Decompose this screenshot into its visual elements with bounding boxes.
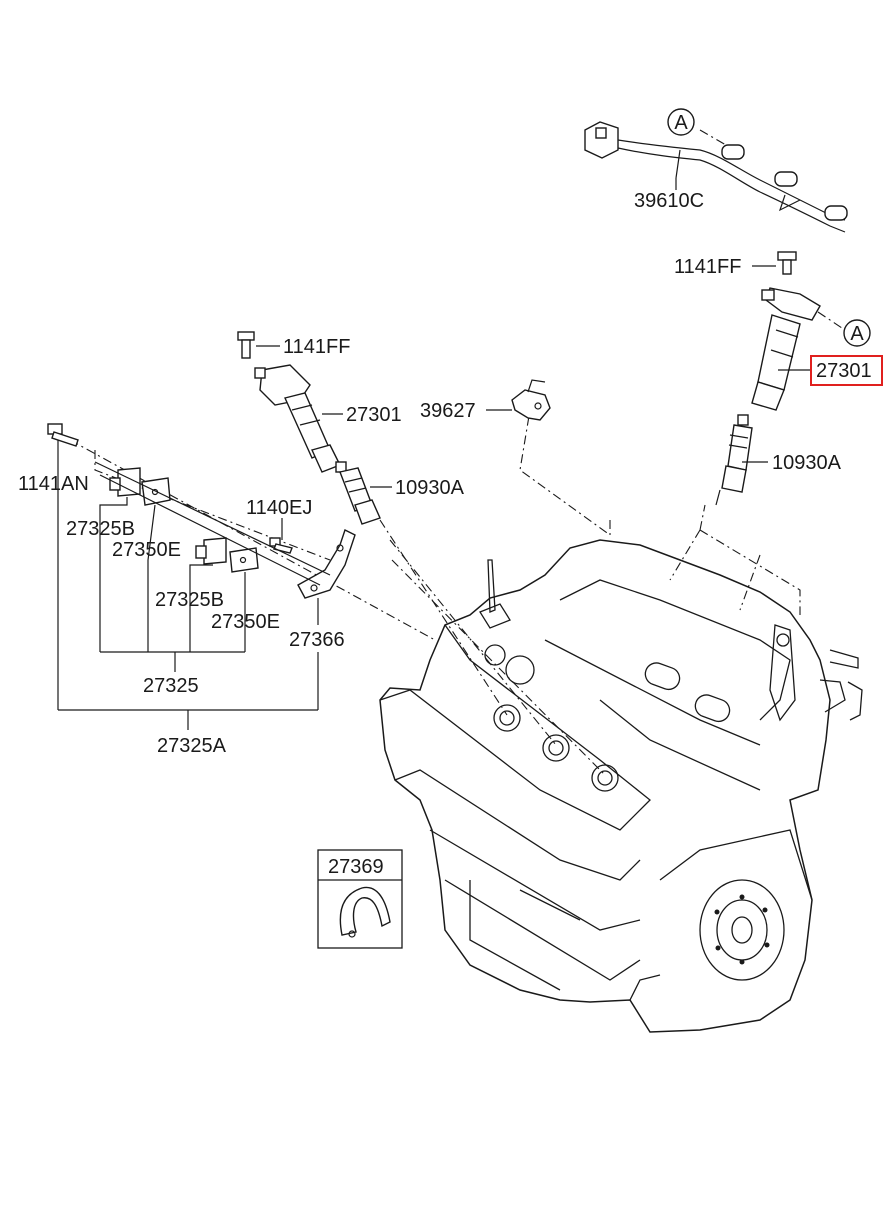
label-1141an: 1141AN (18, 473, 89, 495)
label-27325a: 27325A (157, 735, 227, 757)
label-27325: 27325 (143, 675, 199, 697)
label-1141ff-right: 1141FF (674, 256, 741, 278)
bolt-small (269, 537, 293, 554)
ignition-coil-left (254, 364, 341, 473)
label-1140ej: 1140EJ (246, 497, 312, 519)
label-27301-left: 27301 (346, 404, 402, 426)
label-27325b-2: 27325B (155, 589, 224, 611)
spark-plug-right (715, 414, 753, 506)
flywheel (659, 829, 813, 981)
label-27366: 27366 (289, 629, 345, 651)
label-39627: 39627 (420, 400, 476, 422)
label-10930a-left: 10930A (395, 477, 465, 499)
highlight-box (810, 355, 883, 386)
plug-well-3 (591, 764, 619, 792)
label-1141ff-left: 1141FF (283, 336, 350, 358)
label-27301-right[interactable]: 27301 (816, 360, 872, 382)
wiring-harness (584, 121, 848, 233)
engine-block (379, 539, 863, 1033)
connector-ref-coil: A (843, 319, 871, 347)
label-27350e-2: 27350E (211, 611, 280, 633)
label-27369: 27369 (328, 856, 384, 878)
svg-text:A: A (674, 112, 688, 134)
sensor-27325b-1 (109, 467, 141, 497)
bolt-rail (47, 423, 79, 447)
spark-plug-left (335, 461, 381, 525)
dash-leaders (69, 129, 846, 776)
sensor-27325b-2 (195, 537, 227, 565)
plug-well-2 (542, 734, 570, 762)
label-27350e-1: 27350E (112, 539, 181, 561)
sensor-rail (94, 461, 331, 586)
bracket-39627 (511, 379, 551, 421)
label-10930a-right: 10930A (772, 452, 842, 474)
svg-text:A: A (850, 323, 864, 345)
bolt-right (777, 251, 797, 275)
label-39610c: 39610C (634, 190, 704, 212)
ignition-coil-right (751, 287, 821, 411)
connector-ref-top: A (667, 108, 695, 136)
inset-27369: 27369 (317, 849, 403, 949)
callout-leaders (57, 178, 810, 730)
bolt-left (237, 331, 255, 359)
label-27325b-1: 27325B (66, 518, 135, 540)
plug-well-1 (493, 704, 521, 732)
